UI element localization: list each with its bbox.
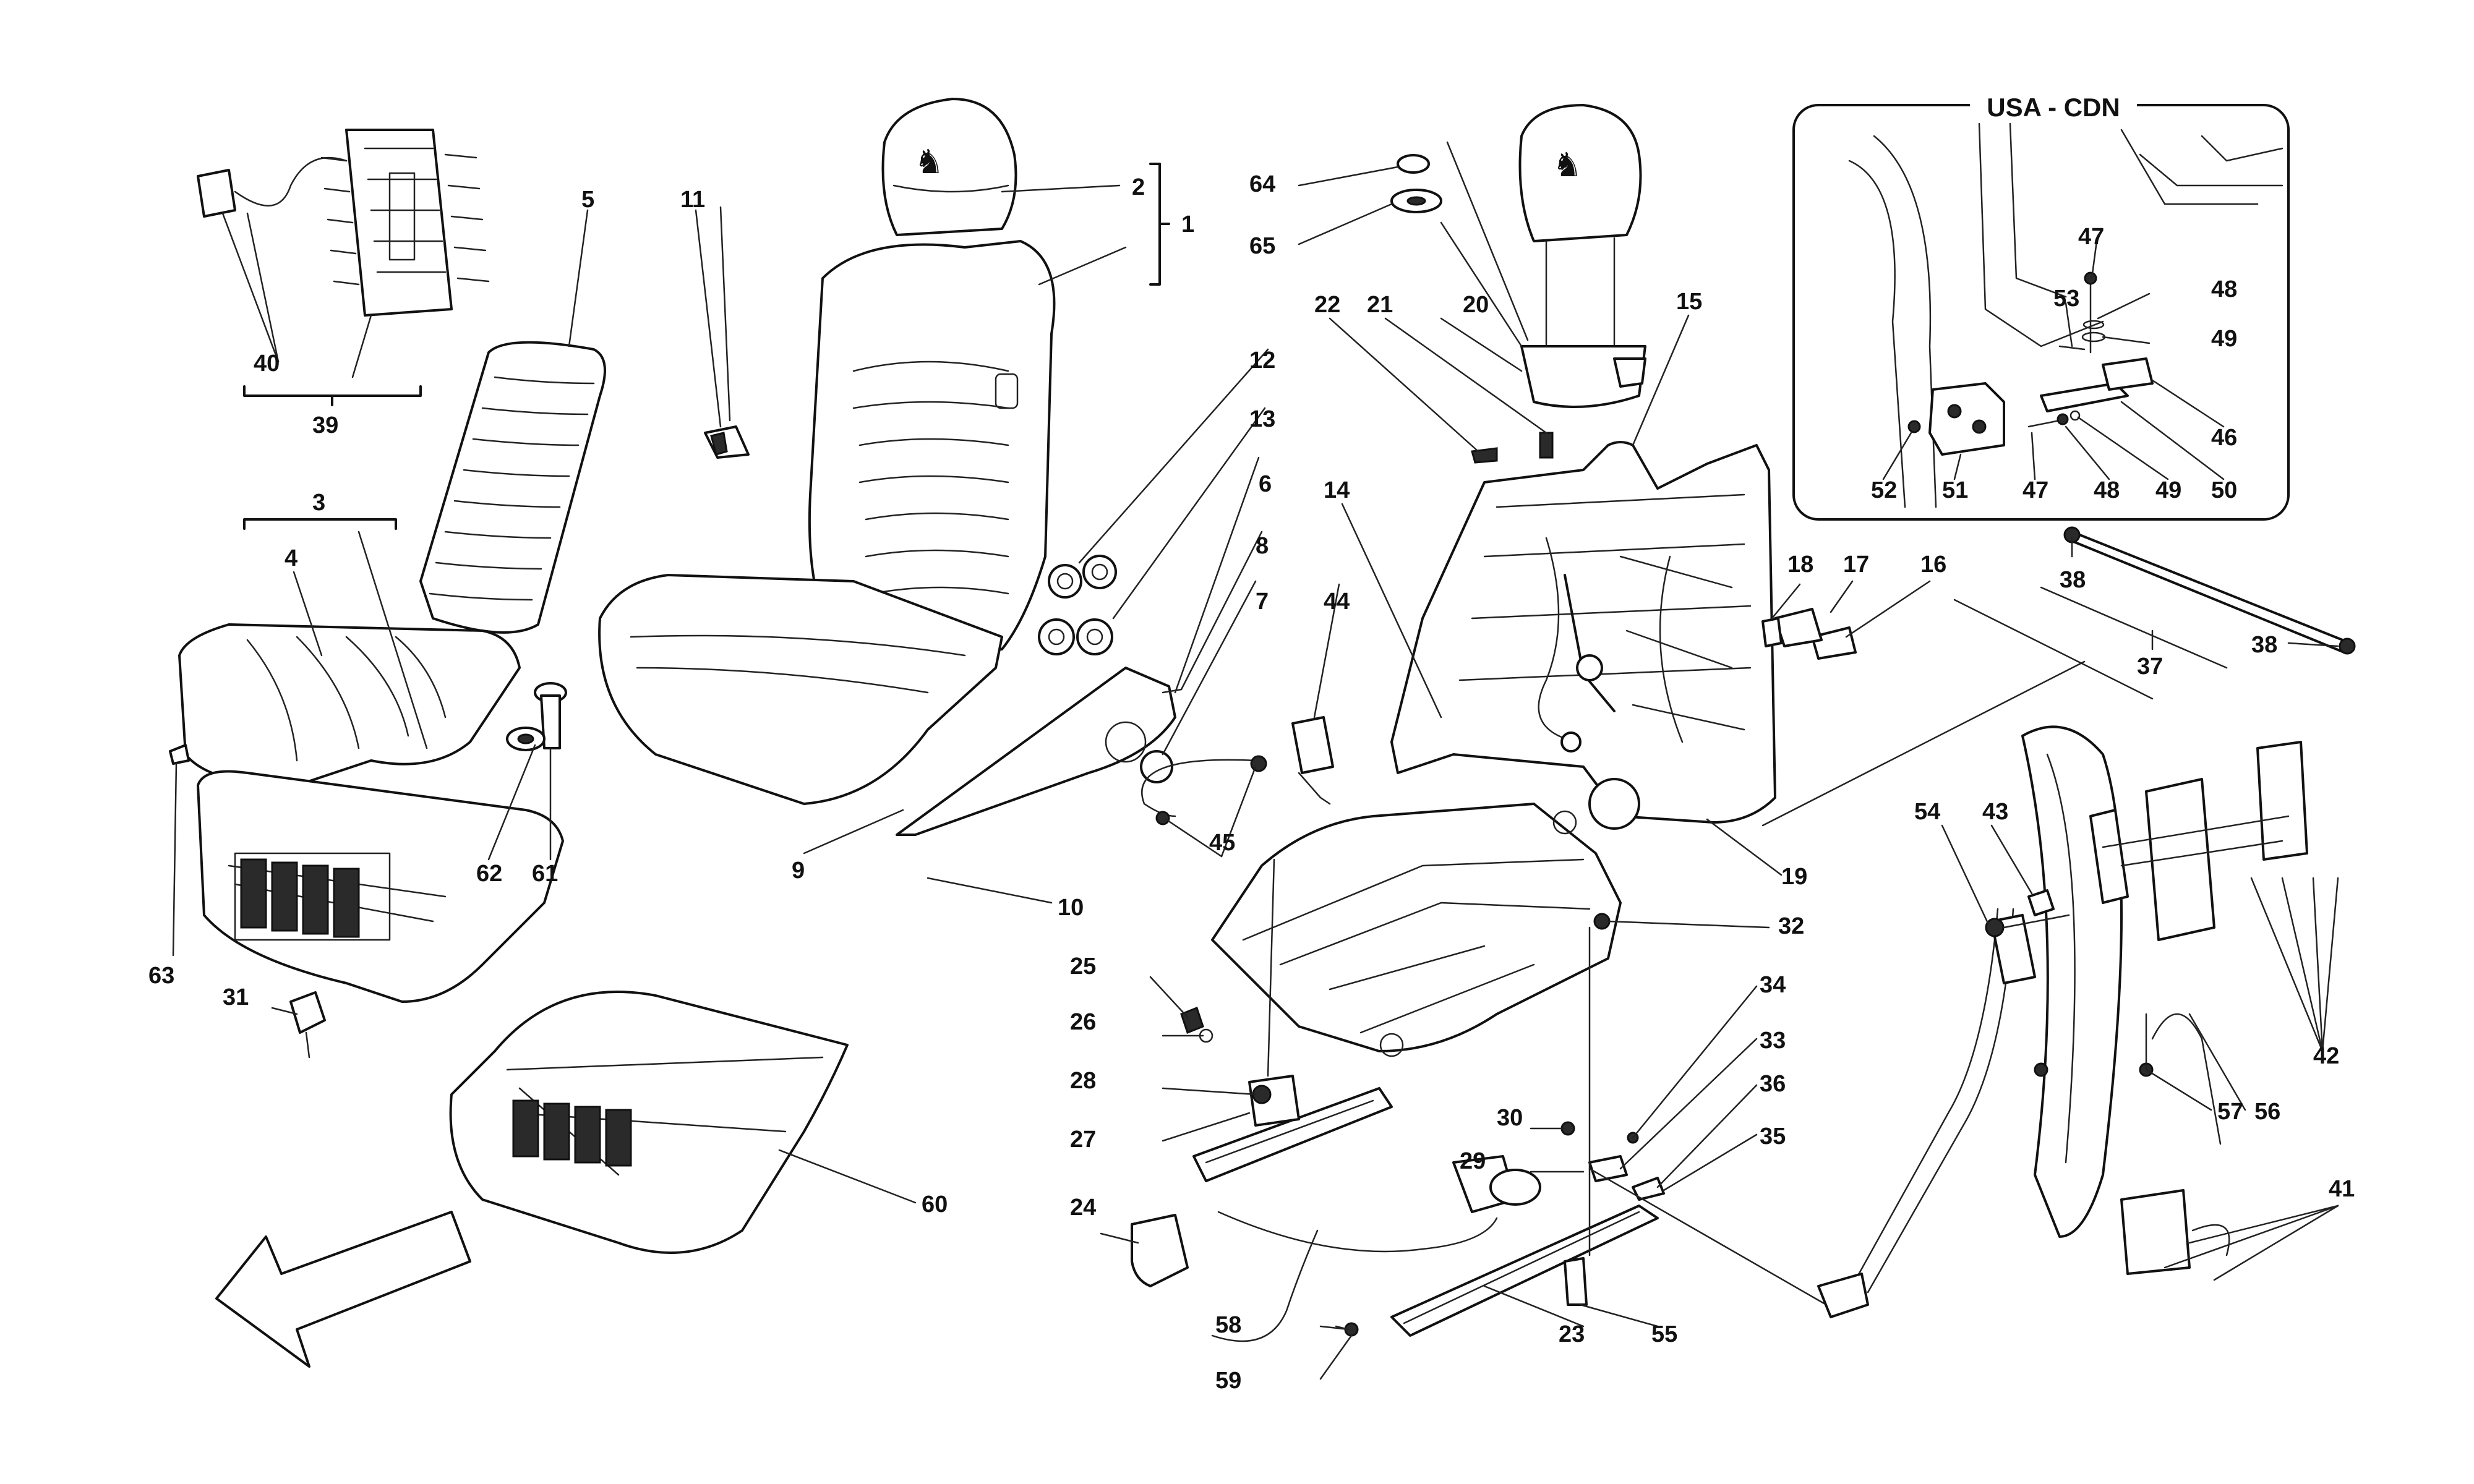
callout-57: 57 [2217, 1099, 2243, 1125]
callout-54: 54 [1914, 799, 1940, 825]
callout-26: 26 [1070, 1009, 1096, 1035]
callout-49-lower: 49 [2155, 477, 2181, 503]
callout-12: 12 [1249, 348, 1275, 373]
callout-34: 34 [1760, 972, 1786, 998]
callout-3: 3 [312, 490, 325, 516]
callout-11: 11 [680, 187, 705, 213]
callout-21: 21 [1367, 292, 1393, 318]
callout-42: 42 [2313, 1043, 2339, 1069]
callout-47-upper: 47 [2078, 224, 2104, 250]
callout-44: 44 [1324, 589, 1350, 615]
callout-35: 35 [1760, 1124, 1786, 1149]
horse-emblem-2: ♞ [1552, 145, 1582, 184]
callout-65: 65 [1249, 233, 1275, 259]
callout-31: 31 [223, 984, 249, 1010]
callout-56: 56 [2254, 1099, 2280, 1125]
callout-53: 53 [2053, 286, 2079, 312]
callout-60: 60 [922, 1192, 948, 1217]
callout-49-upper: 49 [2211, 326, 2237, 352]
callout-33: 33 [1760, 1028, 1786, 1054]
callout-38-lower: 38 [2251, 632, 2277, 658]
callout-45: 45 [1209, 830, 1235, 856]
callout-47-lower: 47 [2022, 477, 2048, 503]
callout-labels: 1 2 3 4 5 6 7 8 9 10 11 12 13 14 15 16 1… [148, 171, 2355, 1394]
callout-27: 27 [1070, 1127, 1096, 1153]
callout-63: 63 [148, 963, 174, 989]
switch-assembly [197, 129, 490, 406]
callout-10: 10 [1058, 895, 1084, 921]
callout-9: 9 [792, 858, 805, 884]
callout-61: 61 [532, 861, 558, 887]
callout-14: 14 [1324, 477, 1350, 503]
callout-48-upper: 48 [2211, 276, 2237, 302]
callout-22: 22 [1314, 292, 1340, 318]
callout-13: 13 [1249, 406, 1275, 432]
callout-41: 41 [2329, 1176, 2355, 1202]
callout-50: 50 [2211, 477, 2237, 503]
callout-25: 25 [1070, 953, 1096, 979]
callout-51: 51 [1942, 477, 1968, 503]
callout-18: 18 [1787, 552, 1813, 578]
callout-64: 64 [1249, 171, 1275, 197]
callout-32: 32 [1778, 913, 1804, 939]
callout-37: 37 [2137, 654, 2163, 680]
complete-seat: ♞ [598, 98, 1340, 904]
callout-24: 24 [1070, 1195, 1096, 1221]
callout-6: 6 [1259, 471, 1272, 497]
callout-43: 43 [1982, 799, 2008, 825]
callout-4: 4 [285, 545, 297, 571]
foam-grid [234, 852, 391, 941]
callout-20: 20 [1463, 292, 1489, 318]
callout-5: 5 [581, 187, 594, 213]
front-direction-arrow-icon [215, 1211, 471, 1368]
callout-58: 58 [1215, 1312, 1241, 1338]
callout-16: 16 [1920, 552, 1946, 578]
callout-55: 55 [1651, 1321, 1677, 1347]
callout-30: 30 [1497, 1105, 1523, 1131]
seat-frame-assembly: ♞ [1100, 104, 1931, 1380]
callout-1: 1 [1181, 211, 1194, 237]
callout-23: 23 [1559, 1321, 1585, 1347]
callout-2: 2 [1132, 174, 1145, 200]
callout-62: 62 [476, 861, 502, 887]
inset-title: USA - CDN [1987, 93, 2120, 122]
callout-40: 40 [254, 351, 280, 377]
callout-28: 28 [1070, 1068, 1096, 1094]
callout-38-upper: 38 [2060, 567, 2086, 593]
callout-36: 36 [1760, 1071, 1786, 1097]
usa-cdn-inset: USA - CDN [1792, 87, 2290, 521]
callout-46: 46 [2211, 425, 2237, 451]
horse-emblem: ♞ [914, 142, 944, 181]
seat-belt-assembly [1817, 725, 2339, 1318]
callout-7: 7 [1256, 589, 1269, 615]
seat-cushion-exploded [169, 206, 917, 1254]
callout-29: 29 [1460, 1148, 1486, 1174]
callout-17: 17 [1843, 552, 1869, 578]
callout-59: 59 [1215, 1368, 1241, 1394]
callout-52: 52 [1871, 477, 1897, 503]
rod-assembly [1761, 526, 2356, 827]
callout-39: 39 [312, 412, 338, 438]
callout-19: 19 [1781, 864, 1807, 890]
callout-15: 15 [1676, 289, 1702, 315]
callout-48-lower: 48 [2094, 477, 2120, 503]
callout-8: 8 [1256, 533, 1269, 559]
